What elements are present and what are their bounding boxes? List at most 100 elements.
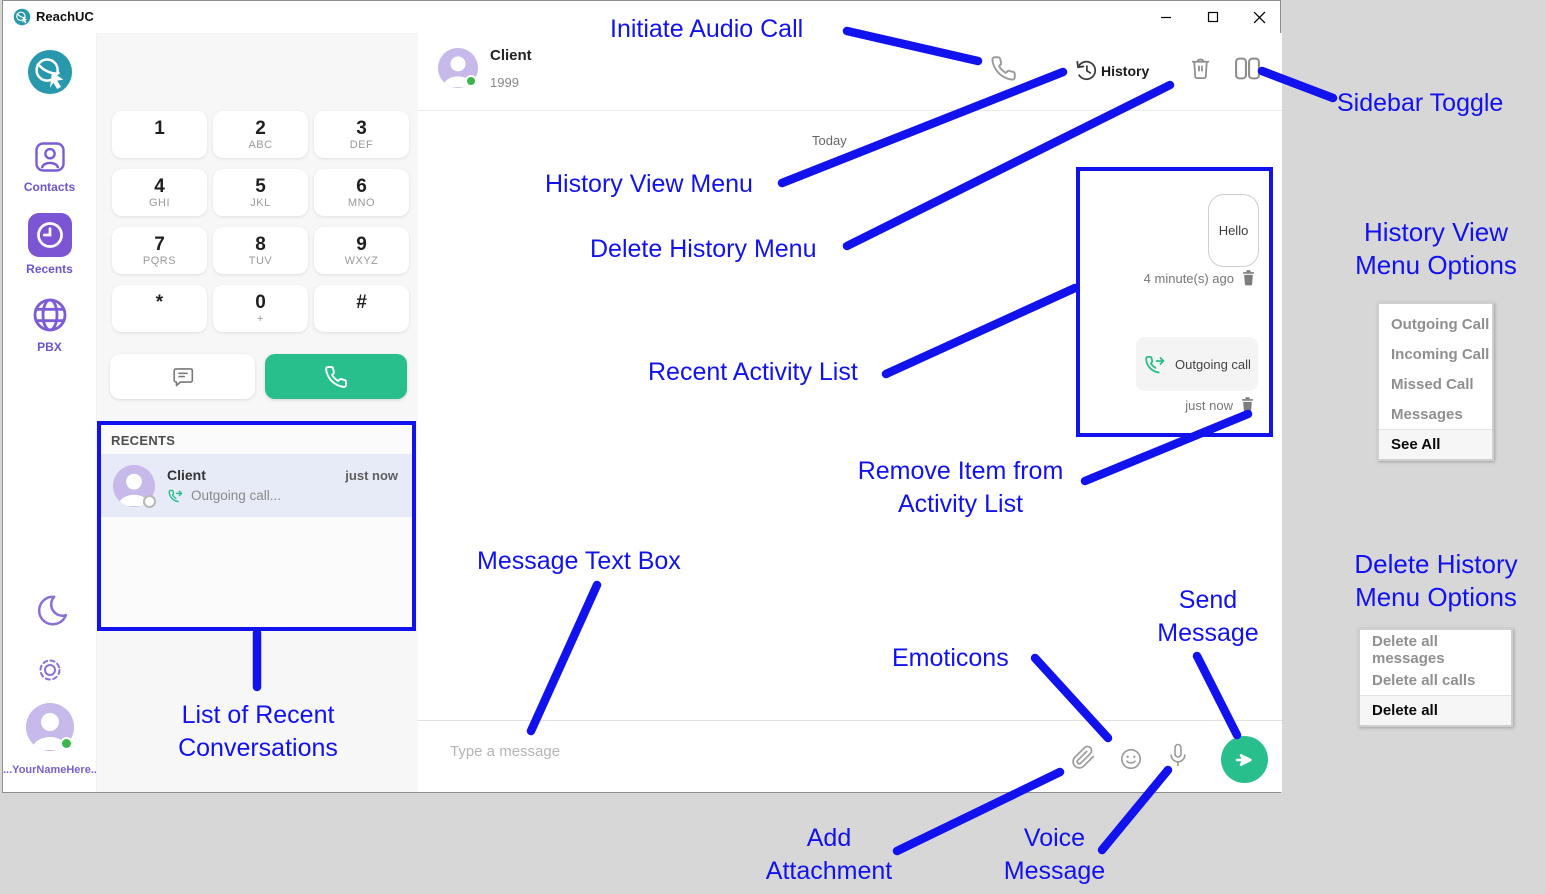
recent-time: just now (345, 468, 398, 483)
sidebar-item-recents[interactable]: Recents (3, 213, 96, 276)
current-user-name: ...YourNameHere... (3, 764, 96, 776)
day-separator: Today (812, 133, 847, 148)
history-clock-icon (1074, 58, 1099, 83)
nav-rail: Contacts Recents PBX (3, 33, 96, 792)
menu-item-outgoing-call[interactable]: Outgoing Call (1391, 315, 1490, 333)
send-icon (1235, 753, 1252, 766)
annotation-delete-history-menu: Delete History Menu (590, 235, 817, 263)
message-input[interactable] (450, 736, 1010, 766)
minimize-button[interactable] (1151, 7, 1181, 27)
message-timestamp: 4 minute(s) ago (1143, 270, 1234, 286)
gear-icon (35, 655, 65, 685)
menu-item-incoming-call[interactable]: Incoming Call (1391, 345, 1490, 363)
close-button[interactable] (1244, 7, 1274, 27)
sidebar-toggle-button[interactable] (1234, 56, 1261, 81)
delete-history-menu-button[interactable] (1188, 56, 1213, 81)
title-bar: ReachUC (3, 1, 1280, 33)
voice-message-button[interactable] (1166, 742, 1190, 771)
pbx-globe-icon (30, 295, 70, 335)
sidebar-item-contacts[interactable]: Contacts (3, 139, 96, 194)
dial-key-1[interactable]: 1 (112, 111, 207, 158)
moon-icon (30, 591, 70, 631)
annotation-add-attachment: Add Attachment (765, 824, 893, 885)
sidebar-item-label: Recents (26, 262, 73, 276)
history-view-menu-button[interactable]: History (1074, 58, 1149, 83)
message-bubble: Hello (1208, 194, 1259, 267)
contacts-icon (32, 139, 68, 175)
dial-call-button[interactable] (265, 354, 407, 399)
annotation-list-recent-conversations: List of Recent Conversations (178, 701, 338, 762)
recents-panel: RECENTS Client just now Outgoing call... (97, 421, 416, 631)
call-event-item: Outgoing call (1136, 337, 1258, 391)
maximize-button[interactable] (1198, 7, 1228, 27)
menu-item-see-all[interactable]: See All (1379, 429, 1492, 459)
message-meta-row: 4 minute(s) ago (1144, 270, 1256, 286)
contact-avatar (438, 48, 478, 88)
reachuc-logo-icon (27, 49, 72, 95)
chat-contact-number: 1999 (490, 75, 519, 90)
emoticons-button[interactable] (1119, 747, 1143, 771)
menu-item-messages[interactable]: Messages (1391, 405, 1463, 423)
sidebar-item-label: PBX (37, 340, 62, 354)
dnd-moon-button[interactable] (3, 591, 96, 631)
reachuc-home-button[interactable] (3, 49, 96, 95)
history-view-menu-popup: Outgoing Call Incoming Call Missed Call … (1377, 302, 1494, 461)
annotation-remove-item: Remove Item from Activity List (857, 457, 1064, 518)
menu-item-missed-call[interactable]: Missed Call (1391, 375, 1474, 393)
presence-dot (465, 75, 477, 87)
settings-button[interactable] (3, 655, 96, 685)
outgoing-call-icon (1143, 352, 1167, 376)
my-avatar (25, 703, 74, 751)
annotation-voice-message: Voice Message (1003, 824, 1106, 885)
outgoing-call-icon (167, 487, 184, 504)
history-label: History (1101, 62, 1150, 79)
input-divider (418, 720, 1282, 721)
recents-header: RECENTS (111, 433, 176, 448)
call-meta-row: just now (1185, 397, 1255, 413)
add-attachment-button[interactable] (1071, 744, 1096, 771)
microphone-icon (1170, 743, 1186, 767)
remove-message-trash-icon[interactable] (1241, 270, 1256, 286)
audio-call-button[interactable] (990, 55, 1017, 82)
smiley-icon (1121, 749, 1141, 769)
dial-key-0[interactable]: 0+ (213, 285, 308, 332)
annotation-send-message: Send Message (1157, 586, 1259, 647)
my-profile-button[interactable] (3, 703, 96, 751)
trash-icon (1191, 58, 1210, 79)
presence-dot (59, 737, 73, 750)
menu-item-delete-all[interactable]: Delete all (1360, 695, 1511, 725)
recent-avatar (113, 464, 156, 508)
send-message-button[interactable] (1221, 736, 1268, 783)
sidebar-item-pbx[interactable]: PBX (3, 295, 96, 354)
remove-call-trash-icon[interactable] (1240, 397, 1255, 413)
call-event-label: Outgoing call (1175, 356, 1251, 372)
chat-bubble-icon (170, 364, 196, 390)
app-logo-icon (13, 8, 31, 26)
annotation-recent-activity-list: Recent Activity List (648, 358, 858, 386)
reachuc-window: ReachUC Contacts (2, 0, 1282, 793)
menu-item-delete-all-calls[interactable]: Delete all calls (1372, 671, 1476, 689)
window-title: ReachUC (36, 9, 94, 24)
annotation-emoticons: Emoticons (892, 644, 1009, 672)
recents-icon (27, 213, 72, 257)
dial-key-star[interactable]: * (112, 285, 207, 332)
start-message-button[interactable] (110, 354, 255, 399)
conversation-area: Client 1999 History Toda (418, 33, 1282, 792)
presence-ring (143, 494, 156, 508)
annotation-initiate-audio-call: Initiate Audio Call (610, 15, 804, 43)
dial-key-hash[interactable]: # (314, 285, 409, 332)
history-menu-title: History View Menu Options (1355, 217, 1517, 280)
sidebar-item-label: Contacts (23, 180, 76, 194)
recent-conversation-row[interactable]: Client just now Outgoing call... (101, 454, 412, 517)
menu-item-delete-all-messages[interactable]: Delete all messages (1372, 633, 1445, 667)
